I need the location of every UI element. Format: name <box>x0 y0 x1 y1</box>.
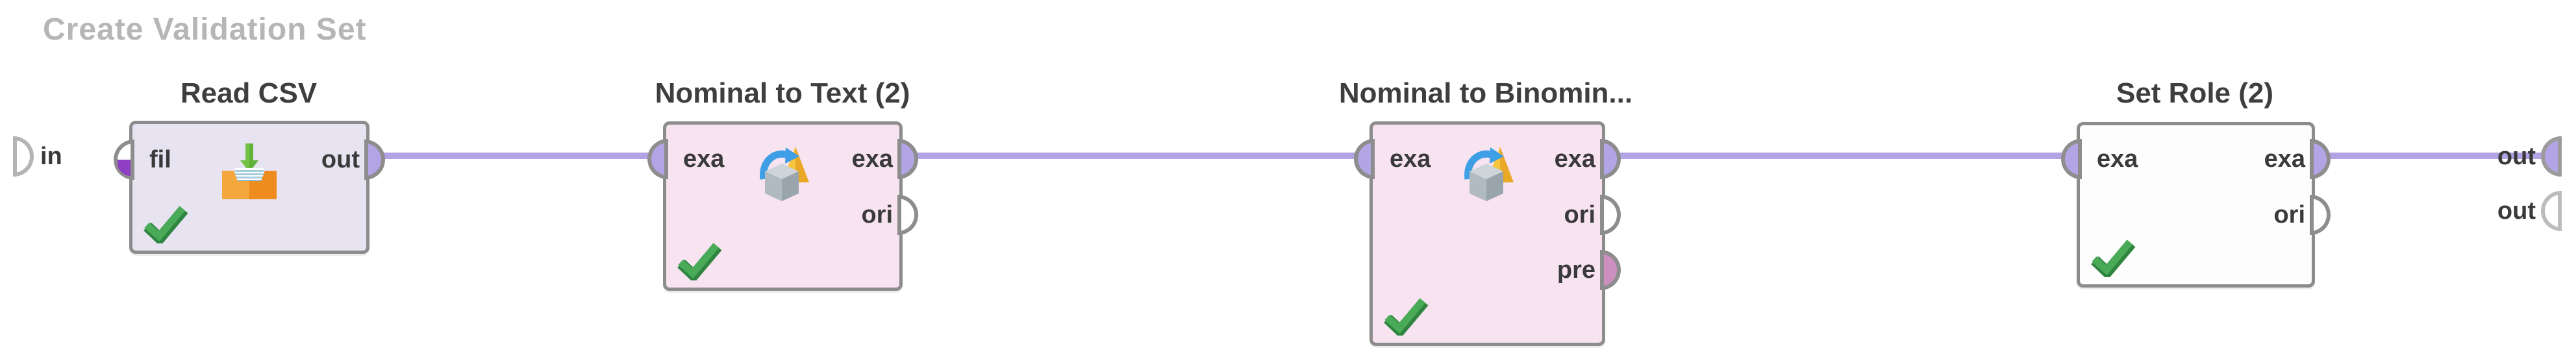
operator-read-csv[interactable]: fil out <box>114 121 385 254</box>
port-ori-output[interactable] <box>2310 195 2331 235</box>
success-check-icon <box>674 239 723 284</box>
port-exa-input[interactable] <box>2061 139 2082 179</box>
port-exa-output[interactable] <box>1600 139 1621 179</box>
port-ori-output-label: ori <box>861 201 893 228</box>
connection-wire[interactable] <box>1614 153 2070 159</box>
process-input-port-label: in <box>40 143 62 170</box>
port-ori-output-label: ori <box>1564 201 1595 228</box>
operator-title-set-role[interactable]: Set Role (2) <box>2116 77 2274 109</box>
port-fil-input[interactable] <box>114 140 134 180</box>
operator-title-nominal-to-binominal[interactable]: Nominal to Binomin... <box>1338 77 1633 109</box>
csv-import-icon <box>216 141 283 206</box>
port-exa-output-label: exa <box>1554 145 1595 173</box>
operator-nominal-to-text[interactable]: exa exa ori <box>647 121 918 291</box>
success-check-icon <box>140 202 190 247</box>
port-ori-output-label: ori <box>2273 201 2305 228</box>
port-exa-output[interactable] <box>2310 139 2331 179</box>
port-exa-output-label: exa <box>851 145 893 173</box>
port-file-fill <box>118 160 131 176</box>
operator-set-role[interactable]: exa exa ori <box>2061 122 2331 288</box>
process-output-port-1-label: out <box>2497 143 2536 170</box>
type-conversion-icon <box>749 142 817 207</box>
connection-wire[interactable] <box>377 153 653 159</box>
connection-wire[interactable] <box>2316 153 2549 159</box>
process-output-port-1[interactable] <box>2541 136 2562 177</box>
port-out-output[interactable] <box>364 140 385 180</box>
port-fil-label: fil <box>149 146 171 173</box>
process-output-port-2-label: out <box>2497 197 2536 225</box>
port-exa-input-label: exa <box>683 145 725 173</box>
connection-wire[interactable] <box>906 153 1360 159</box>
port-ori-output[interactable] <box>897 195 918 235</box>
port-ori-output[interactable] <box>1600 195 1621 235</box>
port-exa-input-label: exa <box>1390 145 1431 173</box>
process-title: Create Validation Set <box>43 12 367 47</box>
port-exa-output[interactable] <box>897 139 918 179</box>
port-exa-output-label: exa <box>2264 145 2305 173</box>
process-input-port[interactable] <box>13 136 34 177</box>
success-check-icon <box>2088 236 2137 280</box>
success-check-icon <box>1381 294 1430 339</box>
operator-title-read-csv[interactable]: Read CSV <box>180 77 318 109</box>
operator-title-nominal-to-text[interactable]: Nominal to Text (2) <box>655 77 910 109</box>
operator-nominal-to-binominal[interactable]: exa exa ori pre <box>1354 121 1621 346</box>
port-exa-input-label: exa <box>2097 145 2138 173</box>
port-exa-input[interactable] <box>647 139 668 179</box>
process-output-port-2[interactable] <box>2541 191 2562 231</box>
port-pre-output-label: pre <box>1557 256 1595 284</box>
port-exa-input[interactable] <box>1354 139 1375 179</box>
port-pre-output[interactable] <box>1600 250 1621 290</box>
port-out-label: out <box>321 146 360 173</box>
type-conversion-icon <box>1454 142 1521 207</box>
